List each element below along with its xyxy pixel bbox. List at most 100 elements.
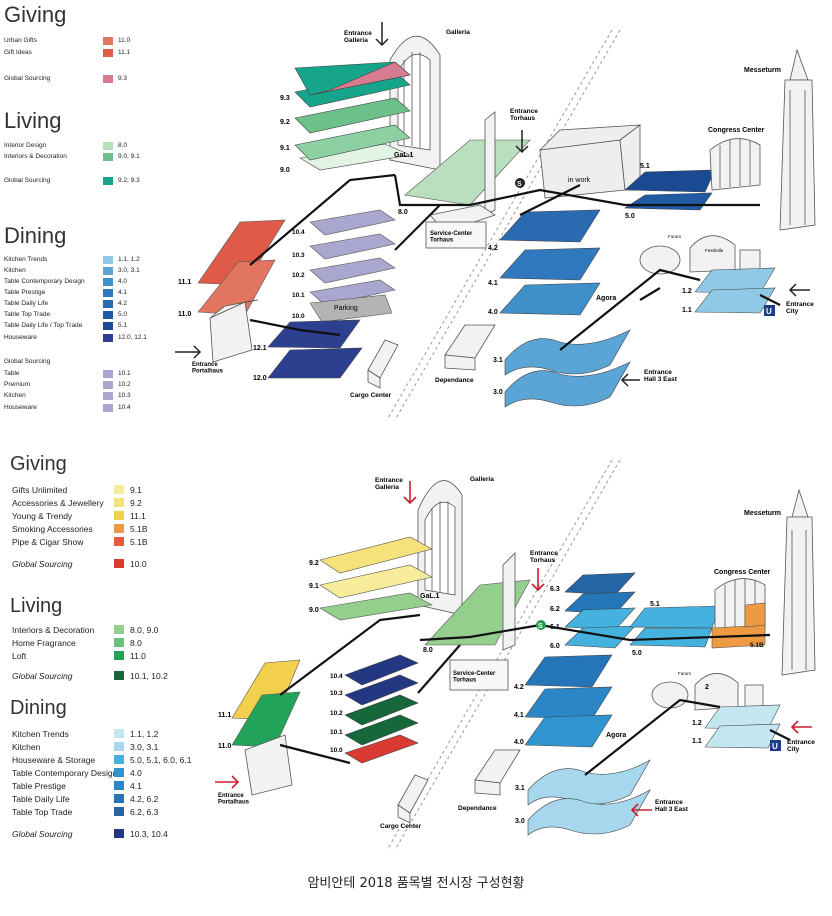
level-label: 5.0 (625, 213, 635, 220)
level-label: 4.1 (514, 712, 524, 719)
portalhaus-building (244, 734, 293, 796)
legend-swatch (114, 651, 124, 660)
level-label: 11.1 (178, 279, 191, 286)
level-label: 10.2 (330, 710, 343, 717)
legend-title-giving: Giving (4, 2, 67, 27)
messeturm-label: Messeturm (744, 67, 781, 74)
u-bahn-icon: U (766, 307, 772, 316)
level-label: 10.1 (292, 292, 305, 299)
hall-9-stack (319, 536, 433, 621)
u-bahn-icon (770, 740, 781, 751)
level-label: 10.1 (330, 729, 343, 736)
legend-swatch (103, 289, 113, 297)
legend-swatch (114, 755, 124, 764)
hall-4-stack (499, 209, 601, 316)
level-label: 1.2 (682, 288, 692, 295)
legend-swatch (114, 625, 124, 634)
level-label: 5.1B (750, 642, 764, 649)
level-label: 3.0 (515, 818, 525, 825)
level-label: 4.2 (488, 245, 498, 252)
hall-10-stack (344, 654, 419, 764)
legend-title-living: Living (10, 595, 63, 617)
cargo-center-building (367, 339, 399, 389)
level-label: 9.2 (280, 119, 290, 126)
galleria-building (417, 480, 463, 616)
legend-swatch (114, 524, 124, 533)
galleria-label: Galleria (470, 476, 494, 483)
portalhaus-building (209, 299, 259, 363)
hall-5-0 (624, 192, 713, 211)
level-label: 10.0 (292, 313, 305, 320)
hall-12 (267, 319, 363, 379)
in-work-label: in work (568, 177, 591, 184)
entrance-arrow-icon (403, 481, 417, 505)
agora-label: Agora (596, 295, 616, 302)
legend-swatch (103, 334, 113, 342)
level-label: 4.1 (488, 280, 498, 287)
legend-swatch (114, 537, 124, 546)
level-label: 12.1 (253, 345, 267, 352)
legend-swatch (114, 829, 124, 838)
legend-swatch (103, 278, 113, 286)
level-label: 11.0 (218, 743, 231, 750)
hall-8 (404, 139, 531, 206)
s-bahn-icon: S (517, 181, 522, 188)
level-label: 11.1 (218, 712, 231, 719)
level-label: 12.0 (253, 375, 267, 382)
figure-caption: 암비안테 2018 품목별 전시장 구성현황 (307, 876, 525, 891)
level-label: 5.1 (640, 163, 650, 170)
legend-swatch (114, 638, 124, 647)
level-label: 1.1 (692, 738, 702, 745)
level-label: 1.2 (692, 720, 702, 727)
level-label: 5.0 (632, 650, 642, 657)
s-bahn-icon (536, 620, 546, 630)
legend-title-living: Living (4, 108, 62, 133)
legend-swatch (114, 498, 124, 507)
entrance-arrow-icon (375, 22, 389, 47)
legend-swatch (114, 742, 124, 751)
hall-11 (197, 219, 286, 316)
torhaus-building (425, 111, 496, 249)
level-label: 4.0 (488, 309, 498, 316)
entrance-arrow-icon (790, 720, 812, 734)
level-label: 9.2 (309, 560, 319, 567)
congress-center-label: Congress Center (708, 127, 765, 134)
level-label: 9.1 (280, 145, 290, 152)
hall-10-stack (309, 209, 396, 323)
entrance-arrow-icon (515, 130, 529, 154)
legend-swatch (103, 256, 113, 264)
legend-title-giving: Giving (10, 453, 67, 475)
festhalle-label: Festhalle (705, 248, 724, 253)
level-label: GaL.1 (394, 152, 414, 159)
hall-1-1 (704, 723, 781, 749)
level-label: 10.2 (292, 272, 305, 279)
level-label: 4.2 (514, 684, 524, 691)
galleria-arch (397, 53, 431, 151)
level-label: 9.0 (309, 607, 319, 614)
hall-5-1 (629, 605, 721, 629)
legend-swatch (114, 671, 124, 680)
level-label: 6.2 (550, 606, 560, 613)
messeturm-label: Messeturm (744, 510, 781, 517)
galleria-label: Galleria (446, 29, 470, 36)
level-label: GaL.1 (420, 593, 440, 600)
entrance-arrow-icon (630, 803, 652, 817)
legend-swatch (103, 153, 113, 161)
dependance-building (444, 324, 496, 371)
legend-title-dining: Dining (4, 223, 67, 248)
legend-swatch (114, 794, 124, 803)
cargo-center-label: Cargo Center (350, 392, 392, 399)
level-label: 9.0 (280, 167, 290, 174)
level-label: 10.0 (330, 747, 343, 754)
legend-swatch (103, 392, 113, 400)
s-bahn-icon (515, 178, 525, 188)
level-label: 11.0 (178, 311, 191, 318)
